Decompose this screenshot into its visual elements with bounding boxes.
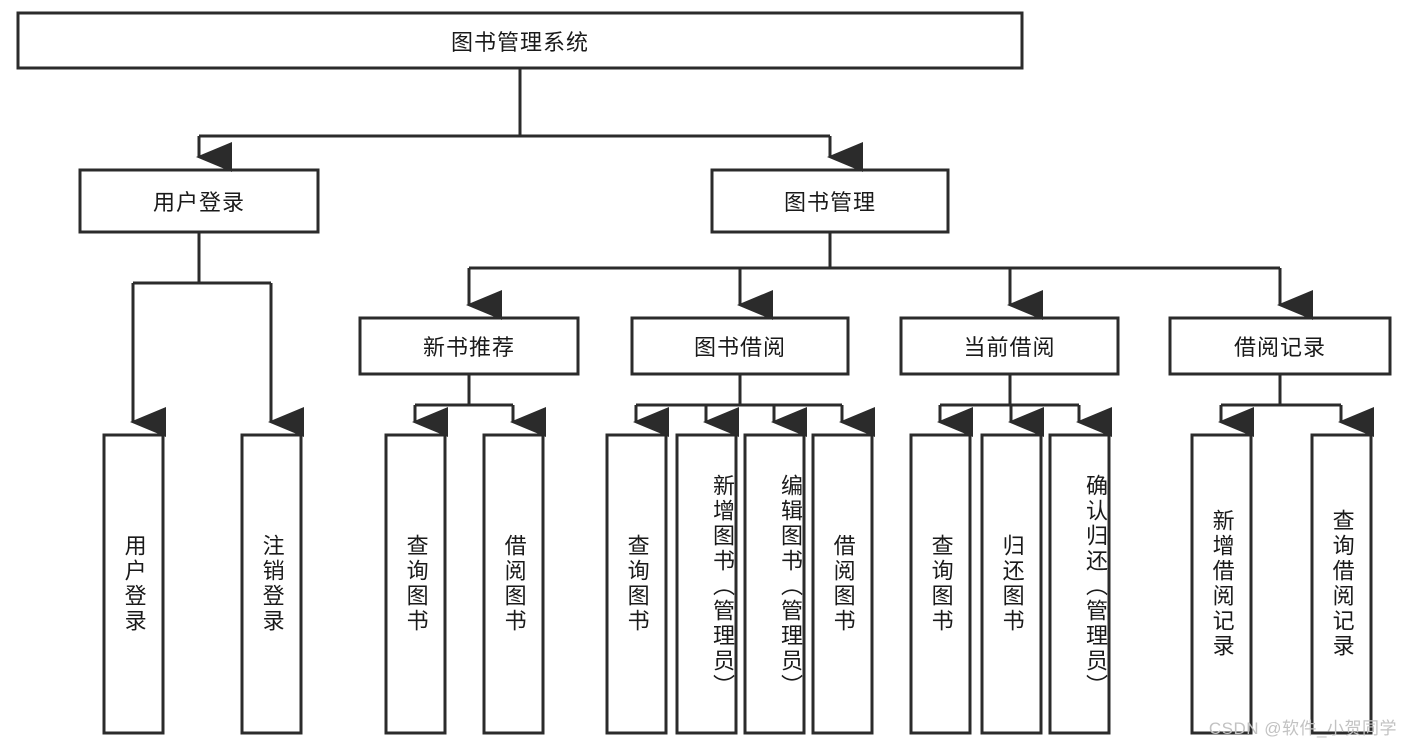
box-leaf-borrow-book-1[interactable] (482, 433, 545, 735)
box-root[interactable] (16, 11, 1024, 70)
box-leaf-query-borrow-record[interactable] (1310, 433, 1373, 735)
box-user-login[interactable] (78, 168, 320, 234)
box-leaf-user-logout[interactable] (240, 433, 303, 735)
box-leaf-query-book-1[interactable] (384, 433, 447, 735)
box-new-book-recommend[interactable] (358, 316, 580, 376)
box-book-borrow[interactable] (630, 316, 850, 376)
box-leaf-query-book-2[interactable] (605, 433, 668, 735)
box-leaf-edit-book-admin[interactable] (743, 433, 806, 735)
box-leaf-borrow-book-2[interactable] (811, 433, 874, 735)
box-leaf-add-book-admin[interactable] (675, 433, 738, 735)
box-leaf-query-book-3[interactable] (909, 433, 972, 735)
box-current-borrow[interactable] (899, 316, 1120, 376)
box-borrow-record[interactable] (1168, 316, 1392, 376)
box-book-manage[interactable] (710, 168, 950, 234)
box-leaf-confirm-return-admin[interactable] (1048, 433, 1111, 735)
box-leaf-add-borrow-record[interactable] (1190, 433, 1253, 735)
box-leaf-return-book[interactable] (980, 433, 1043, 735)
box-leaf-user-login[interactable] (102, 433, 165, 735)
